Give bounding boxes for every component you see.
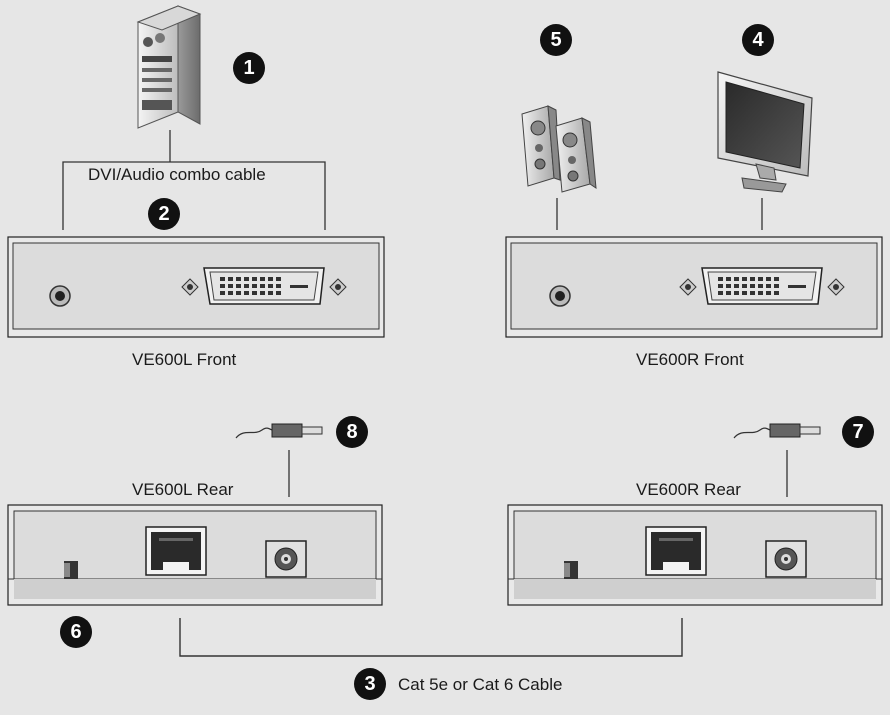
callout-ground: 6 bbox=[60, 616, 92, 648]
ve600r-front-label: VE600R Front bbox=[636, 350, 744, 369]
ve600l-rear-label: VE600L Rear bbox=[132, 480, 234, 499]
ve600r-rear-label: VE600R Rear bbox=[636, 480, 741, 499]
callout-combo-cable: 2 bbox=[148, 198, 180, 230]
audio-jack bbox=[549, 285, 571, 307]
callout-computer: 1 bbox=[233, 52, 265, 84]
combo-cable-label: DVI/Audio combo cable bbox=[88, 165, 266, 184]
combo-cable-lines bbox=[62, 130, 326, 230]
cat-cable-line bbox=[179, 618, 683, 657]
power-jack bbox=[265, 540, 307, 578]
grounding-terminal bbox=[64, 561, 78, 579]
power-adapter-plug-left bbox=[235, 423, 323, 439]
callout-right-power: 7 bbox=[842, 416, 874, 448]
callout-cat-cable: 3 bbox=[354, 668, 386, 700]
rj45-port bbox=[645, 526, 707, 576]
ve600l-rear-panel bbox=[7, 504, 383, 606]
rj45-port bbox=[145, 526, 207, 576]
dvi-port bbox=[679, 267, 845, 305]
speakers bbox=[521, 105, 597, 193]
grounding-terminal bbox=[564, 561, 578, 579]
callout-monitor: 4 bbox=[742, 24, 774, 56]
ve600r-front-panel bbox=[505, 236, 883, 338]
monitor bbox=[717, 71, 813, 193]
audio-jack bbox=[49, 285, 71, 307]
dvi-port bbox=[181, 267, 347, 305]
callout-speakers: 5 bbox=[540, 24, 572, 56]
computer-tower bbox=[136, 5, 202, 129]
ve600l-front-panel bbox=[7, 236, 385, 338]
power-adapter-plug-right bbox=[733, 423, 821, 439]
ve600l-front-label: VE600L Front bbox=[132, 350, 237, 369]
cat-cable-label: Cat 5e or Cat 6 Cable bbox=[398, 675, 563, 694]
ve600r-rear-panel bbox=[507, 504, 883, 606]
power-jack bbox=[765, 540, 807, 578]
callout-left-power: 8 bbox=[336, 416, 368, 448]
